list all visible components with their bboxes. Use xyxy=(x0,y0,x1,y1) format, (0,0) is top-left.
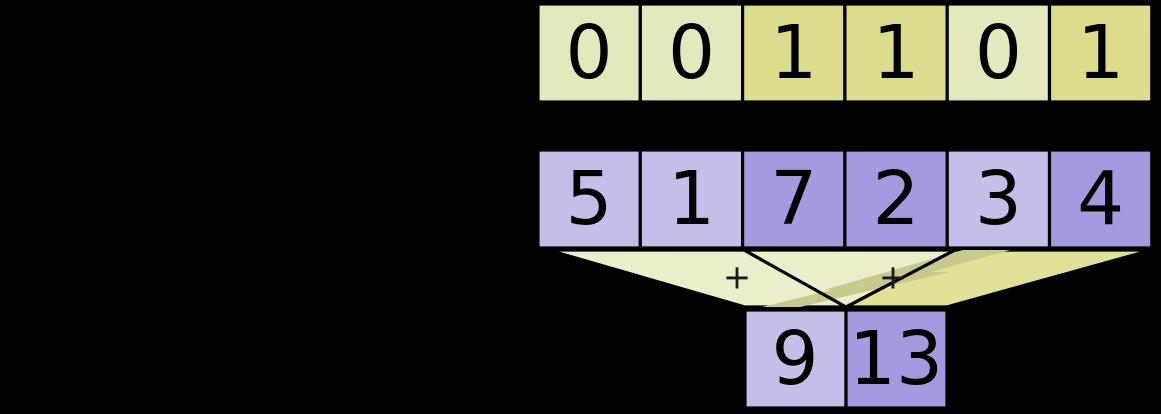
mask-cell-1-rect[interactable] xyxy=(638,2,745,104)
value-cell-0[interactable]: 5 xyxy=(536,148,642,250)
result-cell-0-label: 9 xyxy=(771,316,818,402)
funnel-overlap-band-lower xyxy=(762,272,950,307)
mask-cell-2[interactable]: 1 xyxy=(740,2,847,104)
mask-cell-3-label: 1 xyxy=(873,10,920,96)
mask-cell-1-label: 0 xyxy=(668,10,715,96)
value-cell-1-rect[interactable] xyxy=(638,148,745,250)
funnel-right-edge-left xyxy=(743,248,847,309)
value-cell-4-label: 3 xyxy=(975,156,1022,242)
value-cell-3[interactable]: 2 xyxy=(843,148,949,250)
value-cell-3-rect[interactable] xyxy=(843,148,949,250)
value-cell-3-label: 2 xyxy=(873,156,920,242)
result-cell-1[interactable]: 13 xyxy=(844,308,949,410)
mask-cell-4-label: 0 xyxy=(975,10,1022,96)
value-row: 5 1 7 2 3 4 xyxy=(536,148,1154,250)
value-cell-5-rect[interactable] xyxy=(1047,148,1154,250)
mask-cell-0-label: 0 xyxy=(565,10,612,96)
mask-cell-5-label: 1 xyxy=(1077,10,1124,96)
mask-cell-1[interactable]: 0 xyxy=(638,2,745,104)
mask-cell-3[interactable]: 1 xyxy=(843,2,949,104)
result-cell-0[interactable]: 9 xyxy=(743,308,848,410)
value-cell-2-label: 7 xyxy=(770,156,817,242)
mask-cell-4[interactable]: 0 xyxy=(945,2,1052,104)
mask-cell-0[interactable]: 0 xyxy=(536,2,642,104)
value-cell-2[interactable]: 7 xyxy=(740,148,847,250)
mask-cell-4-rect[interactable] xyxy=(945,2,1052,104)
funnel-right-edge-right xyxy=(946,248,1153,309)
value-cell-5[interactable]: 4 xyxy=(1047,148,1154,250)
result-cell-0-rect[interactable] xyxy=(743,308,848,410)
mask-row: 0 0 1 1 0 1 xyxy=(536,2,1154,104)
plus-left-icon: + xyxy=(723,258,752,298)
reduction-funnels: + + xyxy=(547,248,1153,309)
funnel-left-edge-right xyxy=(845,248,956,309)
mask-cell-5[interactable]: 1 xyxy=(1047,2,1154,104)
value-cell-5-label: 4 xyxy=(1077,156,1124,242)
result-row: 9 13 xyxy=(743,308,949,410)
value-cell-4[interactable]: 3 xyxy=(945,148,1052,250)
value-cell-0-label: 5 xyxy=(565,156,612,242)
value-cell-1-label: 1 xyxy=(668,156,715,242)
mask-cell-5-rect[interactable] xyxy=(1047,2,1154,104)
mask-cell-0-rect[interactable] xyxy=(536,2,642,104)
value-cell-0-rect[interactable] xyxy=(536,148,642,250)
plus-right-icon: + xyxy=(879,258,908,298)
result-cell-1-rect[interactable] xyxy=(844,308,949,410)
result-cell-1-label: 13 xyxy=(849,316,943,402)
value-cell-2-rect[interactable] xyxy=(740,148,847,250)
mask-cell-2-rect[interactable] xyxy=(740,2,847,104)
value-cell-1[interactable]: 1 xyxy=(638,148,745,250)
mask-cell-2-label: 1 xyxy=(770,10,817,96)
